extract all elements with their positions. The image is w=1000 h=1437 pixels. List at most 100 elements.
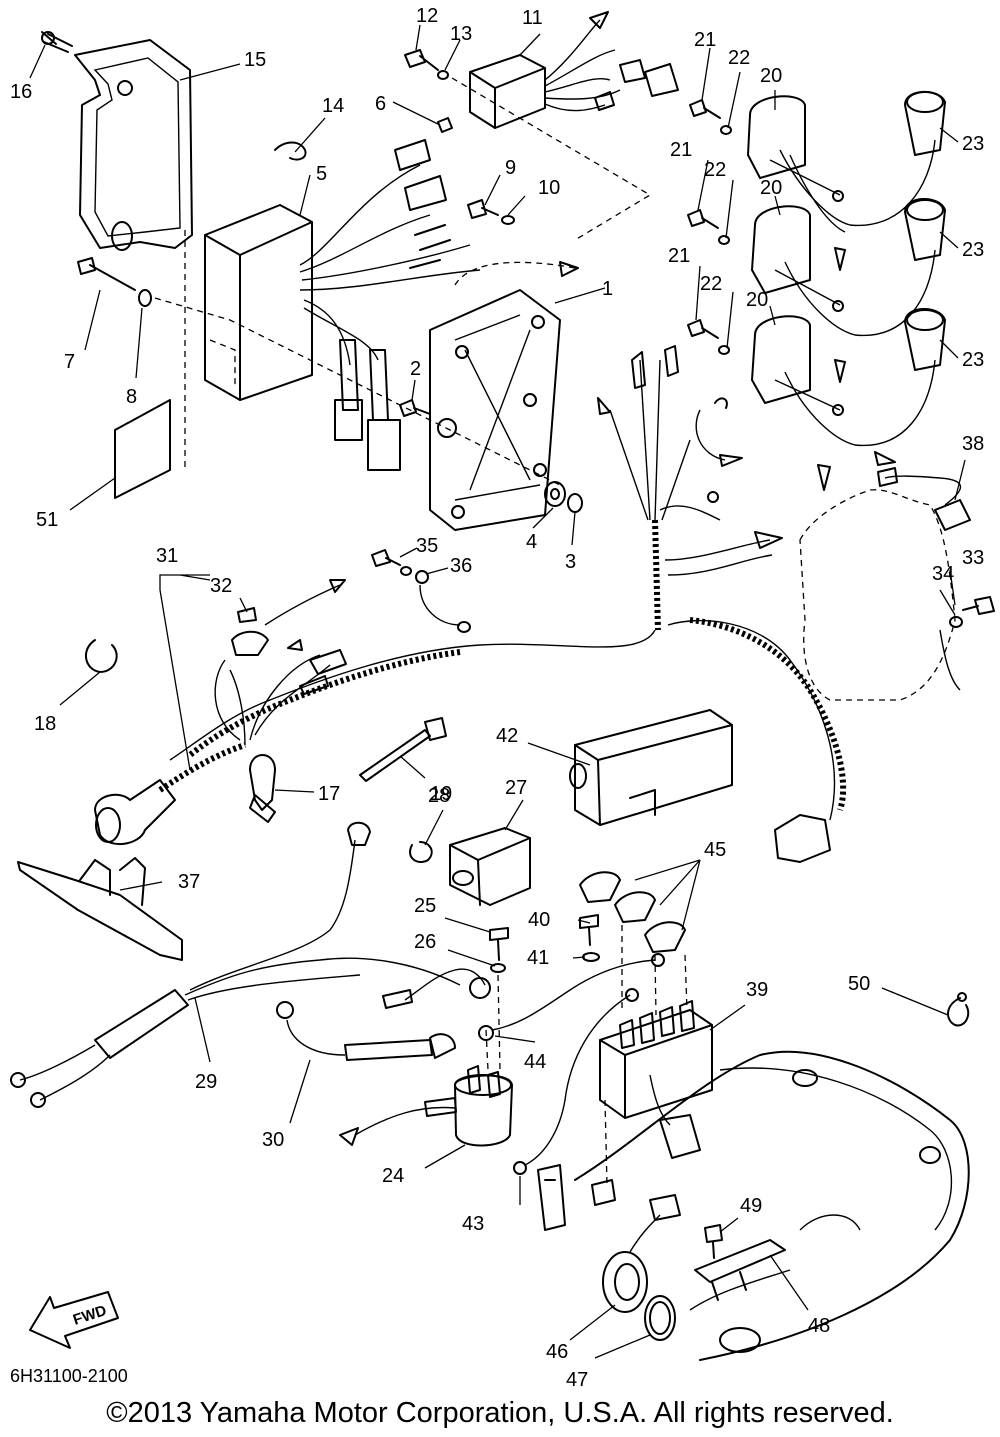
- bracket-part-48: [694, 1239, 786, 1301]
- module-part-11: [469, 11, 679, 129]
- bolt-part-2: [399, 399, 431, 417]
- callout-47: 47: [566, 1369, 588, 1391]
- callout-48: 48: [808, 1315, 830, 1337]
- callout-41: 41: [527, 947, 549, 969]
- callout-11: 11: [522, 7, 543, 29]
- electrical-cover-part-15: [74, 39, 193, 251]
- callout-42: 42: [496, 725, 518, 747]
- bolt-part-40: [579, 914, 599, 946]
- callout-28: 28: [428, 785, 450, 807]
- callout-29: 29: [195, 1071, 217, 1093]
- callout-8: 8: [126, 386, 137, 408]
- callout-18: 18: [34, 713, 56, 735]
- callout-19: 19: [430, 783, 452, 805]
- washer-part-26: [490, 963, 506, 973]
- callout-22-middle: 22: [704, 159, 726, 181]
- bolts-part-21: [687, 99, 721, 339]
- washer-part-13: [437, 70, 449, 80]
- callout-27: 27: [505, 777, 527, 799]
- callout-30: 30: [262, 1129, 284, 1151]
- callout-10: 10: [538, 177, 560, 199]
- clip-part-50: [947, 992, 970, 1027]
- copyright-notice: ©2013 Yamaha Motor Corporation, U.S.A. A…: [106, 1397, 894, 1429]
- callout-9: 9: [505, 157, 516, 179]
- cdi-unit-part-5: [204, 139, 579, 471]
- callout-7: 7: [64, 351, 75, 373]
- callout-46: 46: [546, 1341, 568, 1363]
- bolt-part-49: [704, 1224, 723, 1259]
- callout-34: 34: [932, 563, 954, 585]
- seal-part-47: [644, 1295, 676, 1341]
- cable-tie-part-19: [359, 717, 447, 782]
- terminal-caps-part-45: [579, 871, 686, 953]
- callout-20-lower: 20: [746, 289, 768, 311]
- washers-part-22: [718, 125, 732, 355]
- main-harness: [169, 345, 847, 863]
- plug-cap-part-23-middle: [904, 198, 946, 261]
- holder-part-37: [17, 857, 183, 961]
- callout-6: 6: [375, 93, 386, 115]
- sensor-part-38: [874, 451, 971, 531]
- callout-35: 35: [416, 535, 438, 557]
- callout-15: 15: [244, 49, 266, 71]
- callout-24: 24: [382, 1165, 404, 1187]
- bracket-part-1: [429, 289, 561, 531]
- cover-part-27: [449, 827, 531, 906]
- bolt-part-12: [404, 49, 439, 71]
- lead-part-44: [478, 953, 665, 1041]
- callout-23-lower: 23: [962, 349, 984, 371]
- bolt-part-33: [962, 596, 995, 615]
- callout-21-upper: 21: [694, 29, 716, 51]
- callout-13: 13: [450, 23, 472, 45]
- cable-part-30: [276, 1001, 456, 1061]
- callout-21-lower: 21: [668, 245, 690, 267]
- starter-relay-part-24: [339, 1065, 513, 1147]
- callout-36: 36: [450, 555, 472, 577]
- grommet-part-46: [602, 1194, 681, 1313]
- clamp-part-17: [249, 754, 276, 823]
- callout-23-middle: 23: [962, 239, 984, 261]
- callout-23-upper: 23: [962, 133, 984, 155]
- washer-part-8: [138, 289, 152, 307]
- callout-1: 1: [602, 278, 613, 300]
- callout-20-middle: 20: [760, 177, 782, 199]
- callout-38: 38: [962, 433, 984, 455]
- callout-14: 14: [322, 95, 344, 117]
- callout-31: 31: [156, 545, 178, 567]
- grommet-part-3: [567, 493, 583, 513]
- callout-44: 44: [524, 1051, 546, 1073]
- callout-2: 2: [410, 358, 421, 380]
- collar-part-4: [544, 481, 566, 507]
- callout-51: 51: [36, 509, 58, 531]
- callout-26: 26: [414, 931, 436, 953]
- ignition-coil-part-20-middle: [751, 205, 936, 337]
- harness-part-31: [94, 579, 347, 846]
- bolt-part-9: [467, 199, 499, 219]
- callout-25: 25: [414, 895, 436, 917]
- callout-4: 4: [526, 531, 537, 553]
- callout-40: 40: [528, 909, 550, 931]
- callout-21-middle: 21: [670, 139, 692, 161]
- junction-box-part-42: [569, 709, 733, 826]
- clip-part-18: [85, 639, 118, 673]
- fwd-label: FWD: [71, 1302, 109, 1329]
- callout-17: 17: [318, 783, 340, 805]
- callout-numbers: 1 2 3 4 5 6 7 8 9 10 11 12 13 14 15 16 1…: [10, 5, 984, 1391]
- screw-part-16: [41, 31, 73, 53]
- callout-22-upper: 22: [728, 47, 750, 69]
- plug-cap-part-23-upper: [904, 90, 946, 156]
- lead-part-43: [513, 994, 631, 1175]
- callout-39: 39: [746, 979, 768, 1001]
- bolt-part-7: [77, 257, 136, 291]
- ground-lead-part-36: [400, 566, 471, 633]
- callout-3: 3: [565, 551, 576, 573]
- washer-part-34: [949, 616, 963, 628]
- fwd-direction-arrow: FWD: [29, 1291, 119, 1349]
- callout-45: 45: [704, 839, 726, 861]
- battery-cable-part-29: [10, 821, 491, 1108]
- drawing-code: 6H31100-2100: [10, 1366, 128, 1386]
- washer-part-41: [582, 952, 600, 962]
- callout-49: 49: [740, 1195, 762, 1217]
- clip-part-28: [409, 841, 433, 864]
- callout-12: 12: [416, 5, 438, 27]
